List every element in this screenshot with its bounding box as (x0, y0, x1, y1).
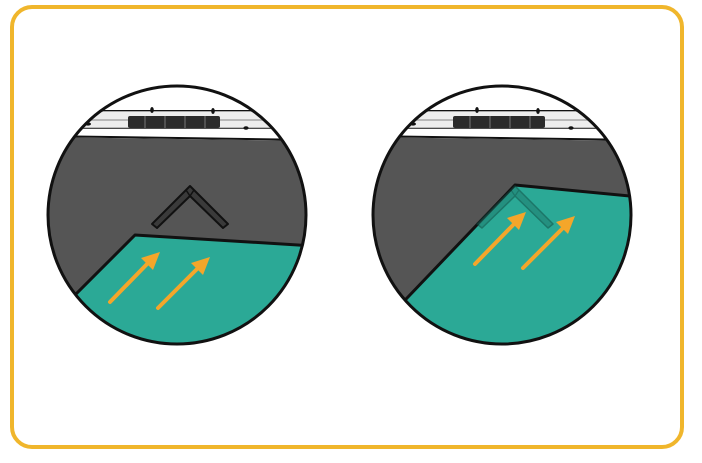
arrow-icon (156, 257, 210, 310)
zoom-circle-before (46, 84, 308, 346)
chevron-up-icon (476, 185, 554, 229)
arrow-icon (108, 252, 160, 304)
zoom-circle-after (371, 84, 633, 346)
arrow-icon (521, 216, 575, 270)
arrow-icon (473, 212, 526, 266)
chevron-up-icon (151, 185, 229, 229)
